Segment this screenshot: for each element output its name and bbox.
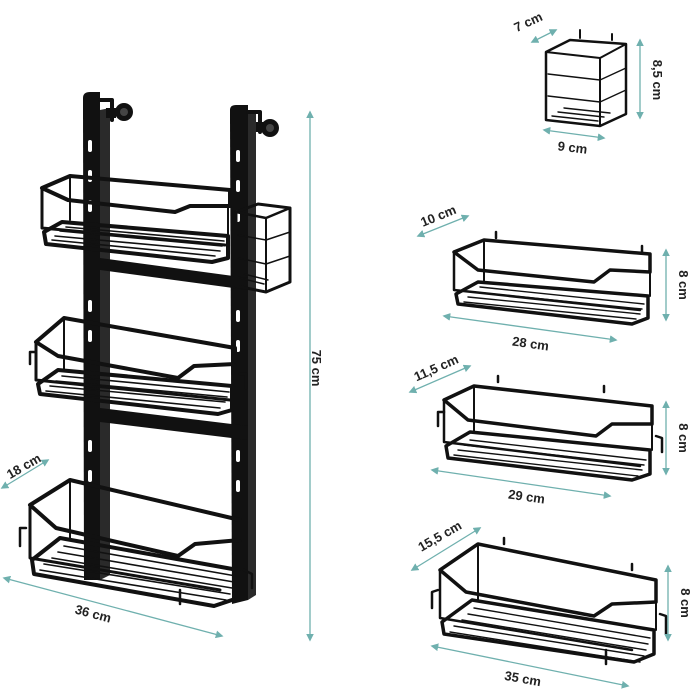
bottom-basket-width-label: 35 cm bbox=[503, 668, 542, 689]
hook-knob-left bbox=[98, 98, 133, 122]
small-basket-width-label: 9 cm bbox=[557, 138, 588, 157]
middle-basket bbox=[436, 374, 664, 482]
middle-basket-height-label: 8 cm bbox=[676, 423, 691, 453]
full-depth-label: 18 cm bbox=[4, 450, 43, 481]
assembled-rack bbox=[18, 92, 292, 608]
small-basket-height-label: 8,5 cm bbox=[650, 60, 665, 100]
top-basket-width-label: 28 cm bbox=[511, 334, 550, 354]
top-basket-height-label: 8 cm bbox=[676, 270, 691, 300]
small-basket-dims: 7 cm 8,5 cm 9 cm bbox=[511, 9, 665, 157]
middle-basket-depth-label: 11,5 cm bbox=[412, 351, 461, 384]
crossbar-lower bbox=[100, 408, 248, 440]
small-basket bbox=[544, 29, 628, 128]
middle-basket-width-label: 29 cm bbox=[507, 487, 546, 507]
hook-knob-right bbox=[246, 110, 279, 137]
top-basket bbox=[452, 230, 652, 326]
crossbar-upper bbox=[100, 258, 248, 290]
dimension-full-depth: 18 cm bbox=[0, 450, 50, 489]
bottom-shelf bbox=[18, 478, 254, 608]
full-height-label: 75 cm bbox=[309, 350, 324, 387]
bottom-basket-depth-label: 15,5 cm bbox=[415, 518, 464, 555]
left-rail bbox=[83, 92, 110, 580]
dimension-full-height: 75 cm bbox=[306, 110, 324, 642]
side-basket-assembled bbox=[234, 202, 292, 294]
top-shelf bbox=[40, 174, 232, 264]
bottom-basket bbox=[430, 536, 668, 666]
middle-shelf bbox=[28, 316, 248, 416]
small-basket-depth-label: 7 cm bbox=[511, 9, 544, 35]
top-basket-depth-label: 10 cm bbox=[418, 202, 458, 230]
bottom-basket-height-label: 8 cm bbox=[678, 588, 693, 618]
